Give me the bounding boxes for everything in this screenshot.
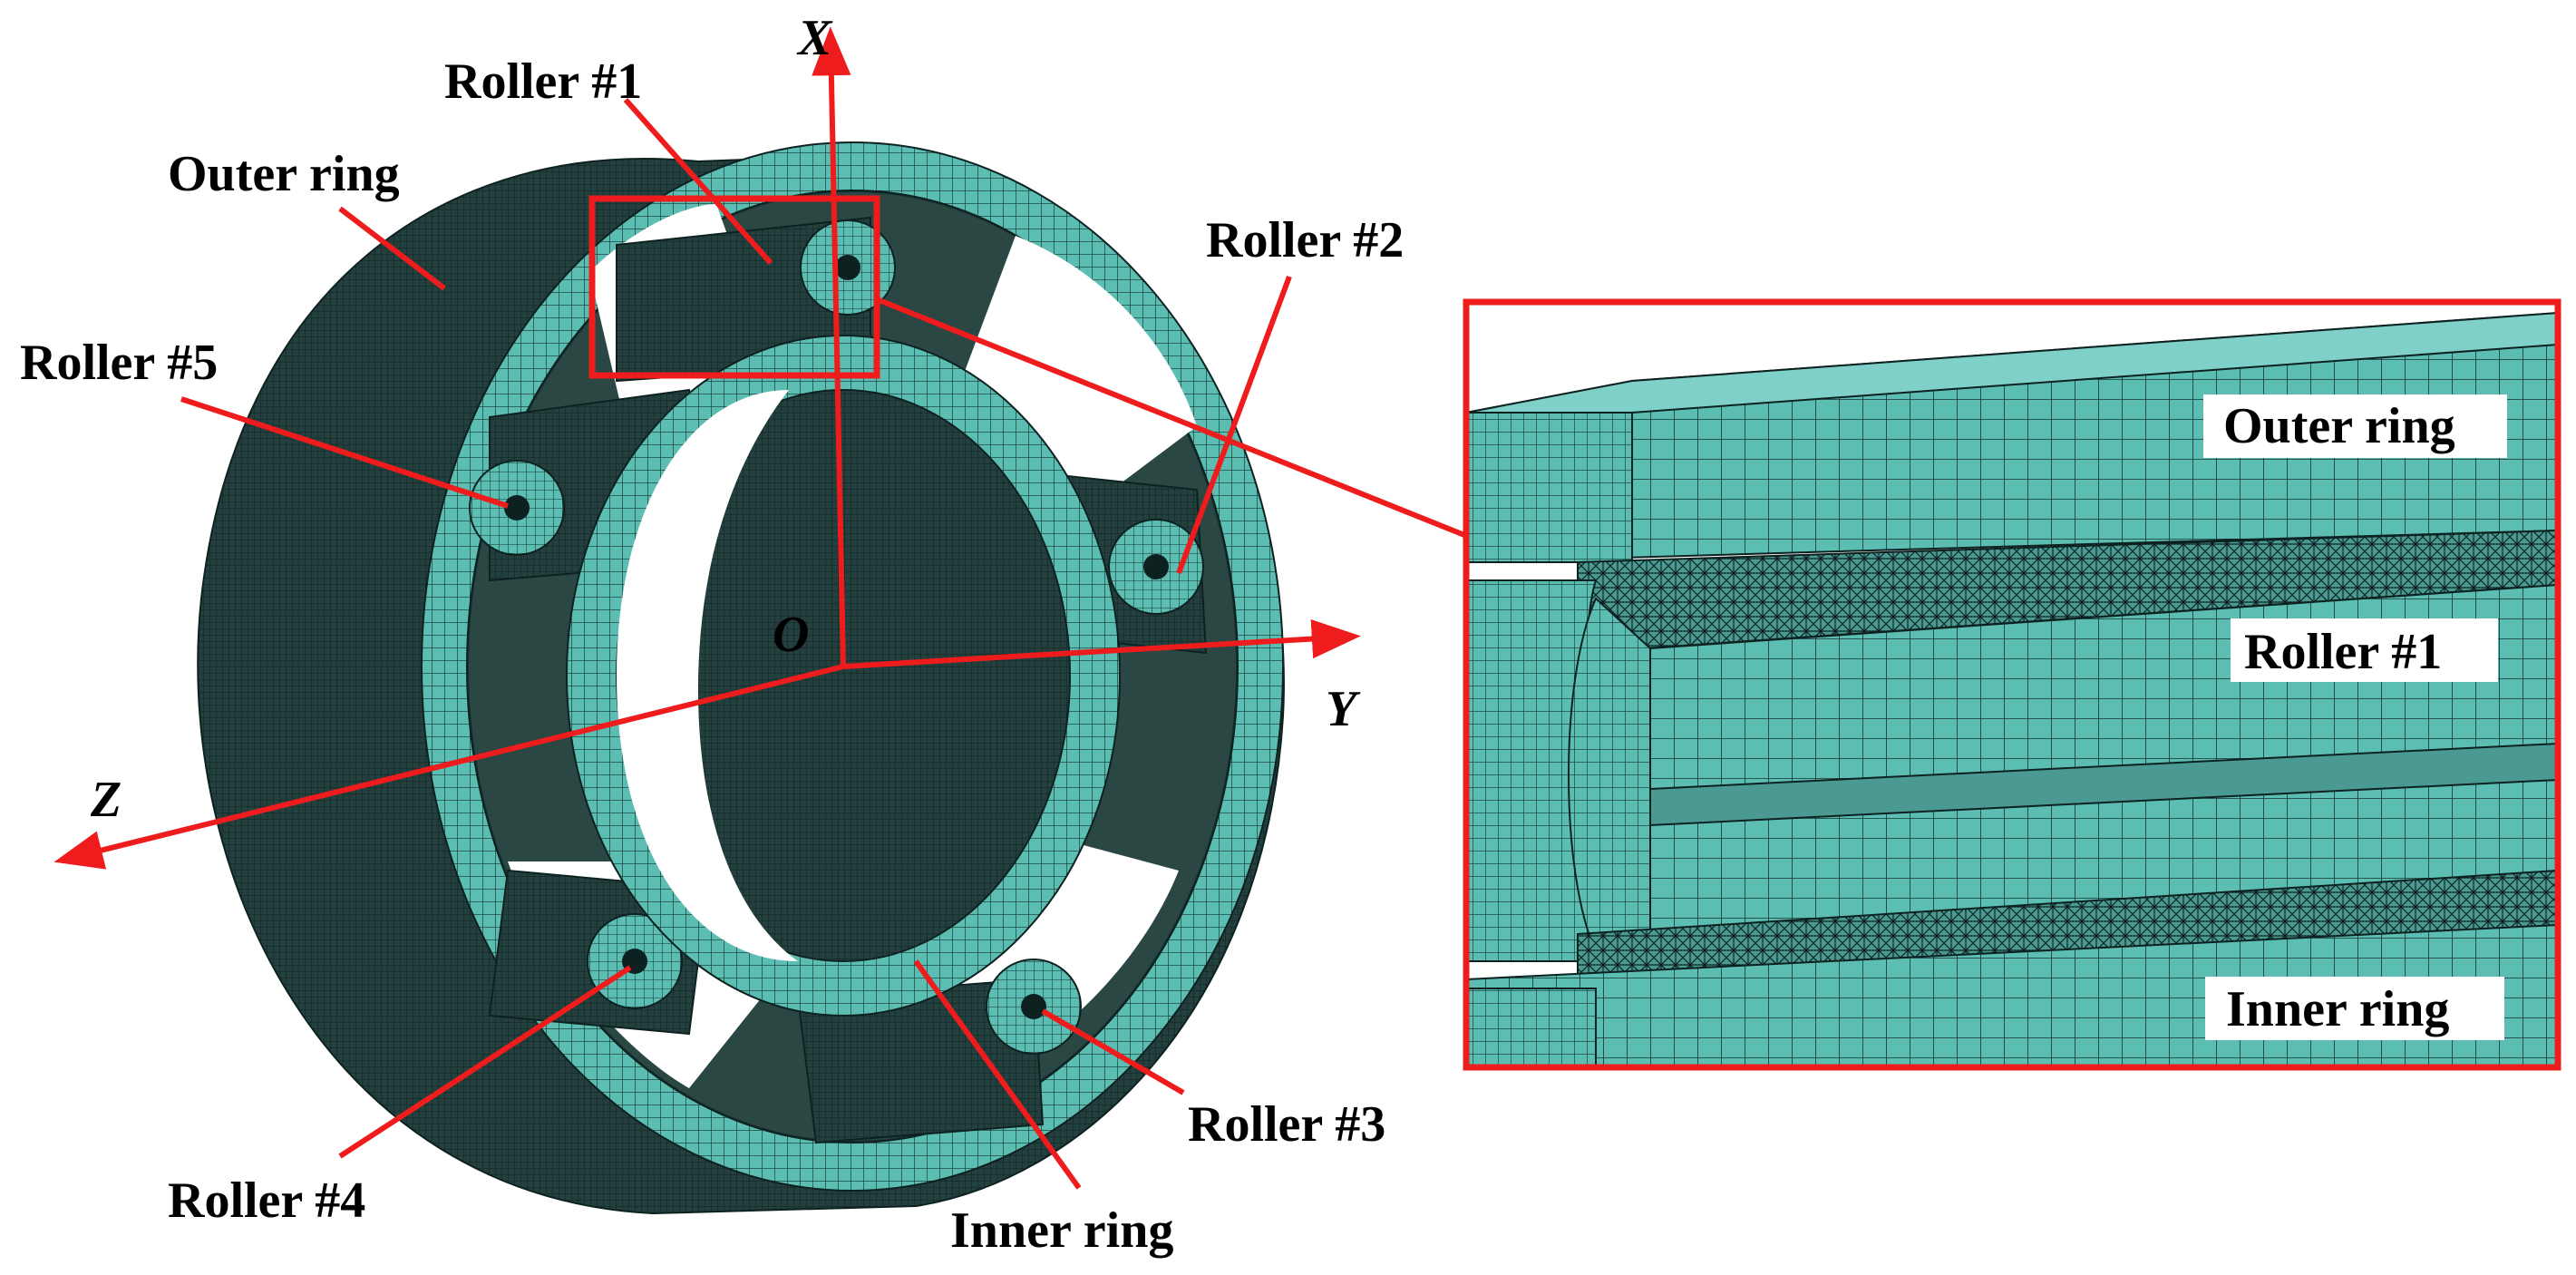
part-labels: Roller #1 Outer ring Roller #2 Roller #5… xyxy=(20,54,1404,1259)
y-axis-arrow xyxy=(842,618,1361,669)
label-roller-3: Roller #3 xyxy=(1188,1096,1385,1153)
x-axis-arrow xyxy=(812,26,851,667)
label-roller-5: Roller #5 xyxy=(20,335,218,391)
zoom-label-inner-ring: Inner ring xyxy=(2226,981,2449,1037)
label-inner-ring: Inner ring xyxy=(950,1202,1173,1259)
zoom-region-box xyxy=(588,195,880,379)
label-outer-ring: Outer ring xyxy=(168,146,400,202)
x-axis-label: X xyxy=(796,10,833,66)
label-roller-2: Roller #2 xyxy=(1206,212,1404,268)
y-axis-label: Y xyxy=(1326,681,1361,737)
zoom-connector-line xyxy=(875,297,1466,538)
label-roller-4: Roller #4 xyxy=(168,1173,365,1229)
zoom-label-roller: Roller #1 xyxy=(2244,624,2442,680)
z-axis-label: Z xyxy=(90,772,122,828)
coordinate-axes: X Y Z O xyxy=(53,10,1361,870)
zoom-label-outer-ring: Outer ring xyxy=(2223,398,2455,454)
label-roller-1: Roller #1 xyxy=(444,54,642,110)
inner-ring xyxy=(566,335,1121,1017)
bearing-model xyxy=(197,141,1285,1215)
z-axis-arrow xyxy=(53,664,844,870)
zoom-panel: Outer ring Roller #1 Inner ring xyxy=(1463,298,2561,1071)
zoom-panel-frame xyxy=(1463,298,2561,1071)
origin-label: O xyxy=(773,607,809,663)
leader-lines xyxy=(180,98,1292,1190)
